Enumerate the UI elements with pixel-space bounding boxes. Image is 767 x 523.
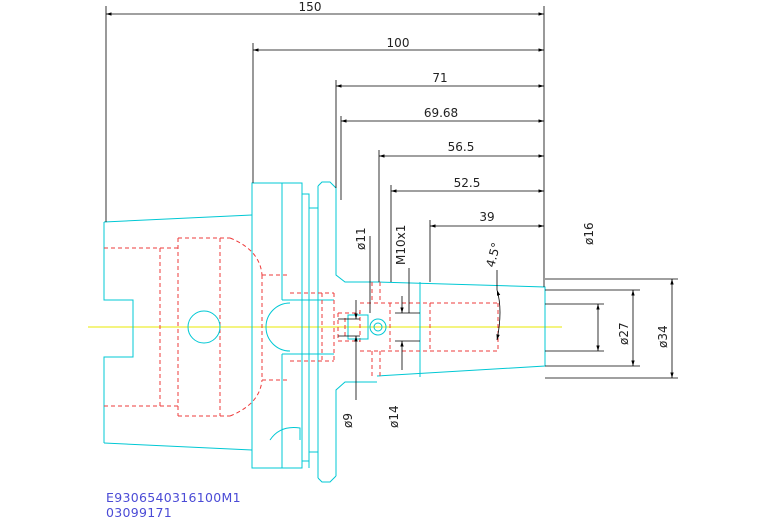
collet-hole-circle [369, 318, 387, 336]
holder-outline [103, 181, 546, 483]
drawing-number: 03099171 [106, 505, 173, 520]
dim-thread-m10: M10x1 [394, 225, 408, 265]
dim-diameter-16: ø16 [582, 222, 596, 245]
shank-bore-circle [187, 310, 221, 344]
dimension-lines [105, 6, 678, 400]
dim-angle: 4.5° [483, 241, 503, 269]
collet-rectangle [347, 314, 369, 340]
dim-100: 100 [387, 36, 410, 50]
dim-diameter-14: ø14 [387, 405, 401, 428]
dim-150: 150 [299, 0, 322, 14]
collet-inner-circle [373, 322, 383, 332]
dim-diameter-11: ø11 [354, 227, 368, 250]
dim-71: 71 [432, 71, 447, 85]
dim-diameter-27: ø27 [617, 322, 631, 345]
dim-56-5: 56.5 [448, 140, 475, 154]
hidden-lines [104, 237, 499, 417]
dim-39: 39 [479, 210, 494, 224]
dim-diameter-34: ø34 [656, 325, 670, 348]
part-number: E9306540316100M1 [106, 490, 241, 505]
dim-52-5: 52.5 [454, 176, 481, 190]
dim-69-68: 69.68 [424, 106, 458, 120]
dim-diameter-9: ø9 [341, 413, 355, 428]
